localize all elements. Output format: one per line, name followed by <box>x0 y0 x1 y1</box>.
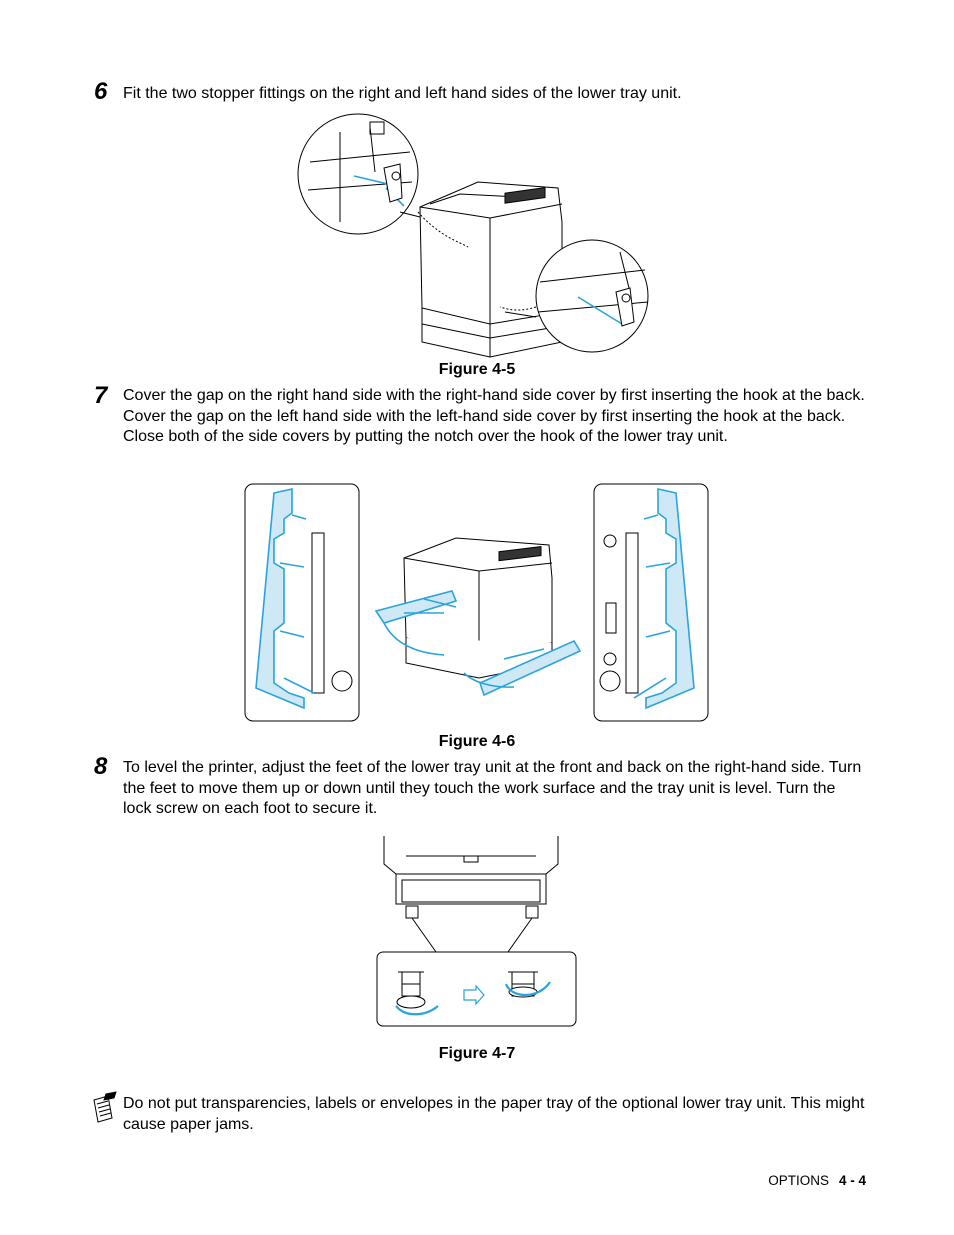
footer-section: OPTIONS <box>768 1173 829 1188</box>
step-8-line: To level the printer, adjust the feet of… <box>123 759 862 817</box>
figure-4-5-caption: Figure 4-5 <box>438 361 516 378</box>
figure-4-6-caption: Figure 4-6 <box>438 733 516 750</box>
figure-4-5-illustration <box>297 113 649 358</box>
figure-4-7-caption: Figure 4-7 <box>438 1045 516 1062</box>
step-6-line: Fit the two stopper fittings on the righ… <box>123 85 682 102</box>
step-6-text: Fit the two stopper fittings on the righ… <box>123 84 868 105</box>
figure-4-7-illustration <box>376 836 577 1027</box>
footer-page-number: 4 - 4 <box>838 1173 866 1188</box>
note-pencil-icon <box>93 1091 117 1123</box>
figure-4-6-illustration <box>244 483 709 722</box>
note-text: Do not put transparencies, labels or env… <box>123 1095 865 1133</box>
step-7-text: Cover the gap on the right hand side wit… <box>123 386 868 448</box>
step-8-text: To level the printer, adjust the feet of… <box>123 758 868 820</box>
step-7-number: 7 <box>94 382 108 409</box>
step-8-number: 8 <box>94 753 108 780</box>
step-7-line: Close both of the side covers by putting… <box>123 428 728 445</box>
step-7-line: Cover the gap on the right hand side wit… <box>123 387 865 425</box>
step-6-number: 6 <box>94 78 108 105</box>
page-footer: OPTIONS 4 - 4 <box>768 1173 866 1188</box>
